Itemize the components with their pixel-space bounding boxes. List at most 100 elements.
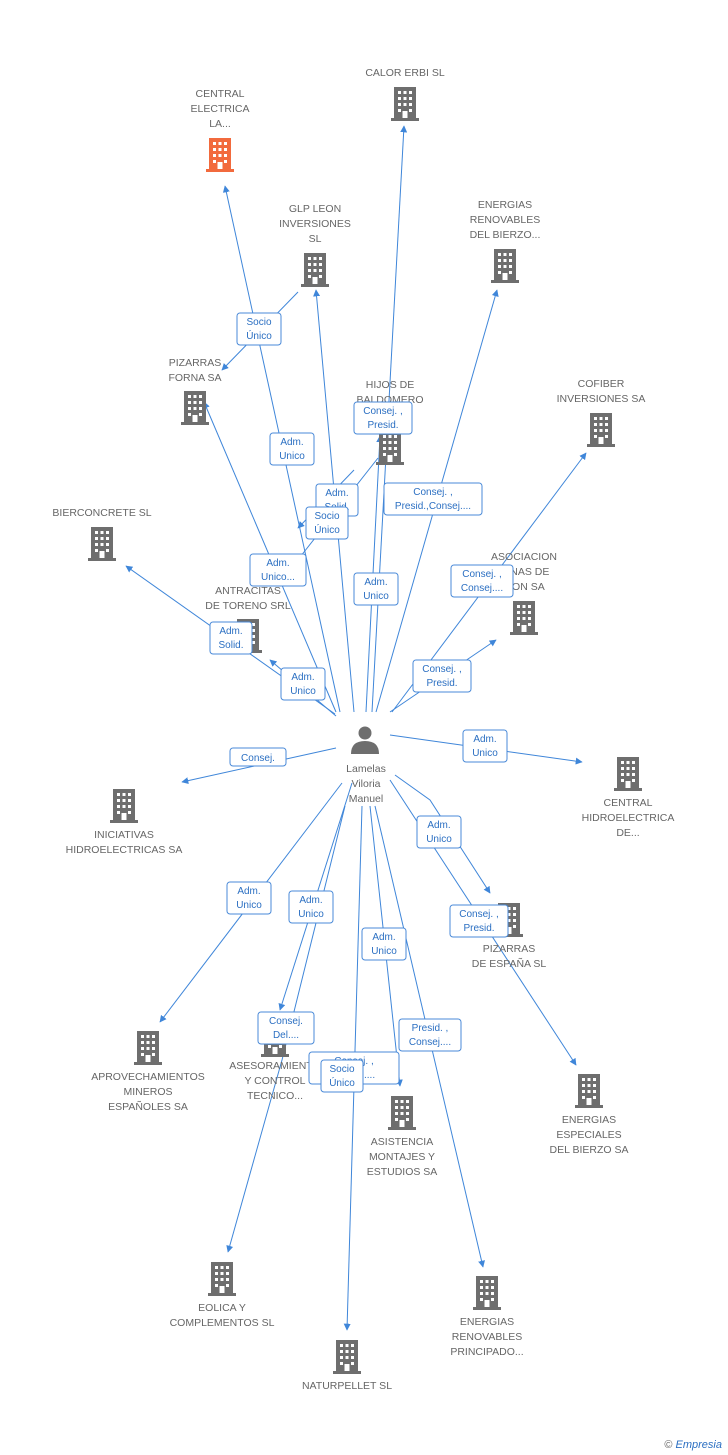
company-label[interactable]: BIERCONCRETE SL — [52, 507, 151, 519]
building-icon[interactable] — [333, 1340, 361, 1374]
relation-label-r-forna[interactable]: Adm.Unico... — [249, 553, 307, 587]
relation-label-r-antracitas[interactable]: Adm.Unico — [280, 667, 326, 701]
relation-label-r-asesoramiento-adm[interactable]: Adm.Unico — [288, 890, 334, 924]
company-label-line: HIDROELECTRICAS SA — [66, 844, 183, 856]
building-icon[interactable] — [491, 249, 519, 283]
relation-label-r-calor[interactable]: Adm.Unico — [353, 572, 399, 606]
relation-text-line: Único — [329, 1076, 355, 1089]
building-icon[interactable] — [181, 391, 209, 425]
relation-text-line: Socio — [246, 317, 271, 328]
relation-text-line: Adm. — [372, 932, 395, 943]
company-node-calor-erbi[interactable]: CALOR ERBI SL — [365, 67, 445, 121]
relation-label-r-iniciativas[interactable]: Consej. — [229, 747, 287, 767]
building-icon[interactable] — [587, 413, 615, 447]
company-label-line: SL — [309, 233, 322, 245]
relation-label-r-cofiber[interactable]: Consej. ,Consej.... — [450, 564, 514, 598]
company-label-line: EOLICA Y — [198, 1302, 246, 1314]
building-icon[interactable] — [208, 1262, 236, 1296]
relation-box — [353, 401, 413, 435]
footer-brand[interactable]: ©Empresia — [664, 1439, 722, 1451]
relation-label-r-hijos[interactable]: Consej. ,Presid. — [353, 401, 413, 435]
relation-box — [249, 553, 307, 587]
relation-label-r-central-la[interactable]: Adm.Unico — [269, 432, 315, 466]
relation-label-r-asistencia[interactable]: Adm.Unico — [361, 927, 407, 961]
relation-text: Adm.Unico... — [261, 558, 295, 583]
building-icon[interactable] — [206, 138, 234, 172]
building-icon[interactable] — [391, 87, 419, 121]
relation-label-r-aprovechamientos[interactable]: Adm.Unico — [226, 881, 272, 915]
building-icon[interactable] — [110, 789, 138, 823]
relation-label-r-pizarras-esp-cons[interactable]: Consej. ,Presid. — [449, 904, 509, 938]
relation-text: Adm.Solid. — [218, 626, 243, 651]
relation-text-line: Unico — [363, 591, 389, 602]
relation-label-r-central-hidro[interactable]: Adm.Unico — [462, 729, 508, 763]
building-icon[interactable] — [134, 1031, 162, 1065]
relation-label-r-energias-bierzo[interactable]: Consej. ,Presid.,Consej.... — [383, 482, 483, 516]
building-icon[interactable] — [614, 757, 642, 791]
company-node-naturpellet[interactable]: NATURPELLET SL — [302, 1340, 392, 1392]
relation-label-r-asociacion[interactable]: Consej. ,Presid. — [412, 659, 472, 693]
company-label-line: INICIATIVAS — [94, 829, 154, 841]
company-label[interactable]: INICIATIVAS HIDROELECTRICAS SA — [66, 829, 183, 856]
building-icon[interactable] — [510, 601, 538, 635]
relation-box — [209, 621, 253, 655]
relation-label-r-asesoramiento-cons[interactable]: Consej.Del.... — [257, 1011, 315, 1045]
edge-12 — [394, 774, 491, 894]
building-icon[interactable] — [301, 253, 329, 287]
building-icon[interactable] — [376, 431, 404, 465]
relation-text-line: Unico — [426, 834, 452, 845]
relation-label-r-bierconcrete[interactable]: Adm.Solid. — [209, 621, 253, 655]
building-icon[interactable] — [88, 527, 116, 561]
building-icon[interactable] — [575, 1074, 603, 1108]
company-node-bierconcrete[interactable]: BIERCONCRETE SL — [52, 507, 152, 561]
relation-box — [305, 506, 349, 540]
company-label[interactable]: NATURPELLET SL — [302, 1380, 392, 1392]
relation-label-r-pizarras-esp-adm[interactable]: Adm.Unico — [416, 815, 462, 849]
building-icon[interactable] — [388, 1096, 416, 1130]
company-label[interactable]: CALOR ERBI SL — [365, 67, 445, 79]
company-label-line: HIJOS DE — [366, 379, 414, 391]
building-icon[interactable] — [473, 1276, 501, 1310]
company-label-line: DEL BIERZO... — [470, 229, 541, 241]
company-label-line: CENTRAL — [195, 88, 244, 100]
relation-label-r-principado[interactable]: Presid. ,Consej.... — [398, 1018, 462, 1052]
company-node-iniciativas[interactable]: INICIATIVAS HIDROELECTRICAS SA — [66, 789, 183, 856]
relations-layer: SocioÚnicoAdm.UnicoAdm.Solid.SocioÚnicoC… — [209, 312, 514, 1093]
company-label-line: ESTUDIOS SA — [367, 1166, 438, 1178]
